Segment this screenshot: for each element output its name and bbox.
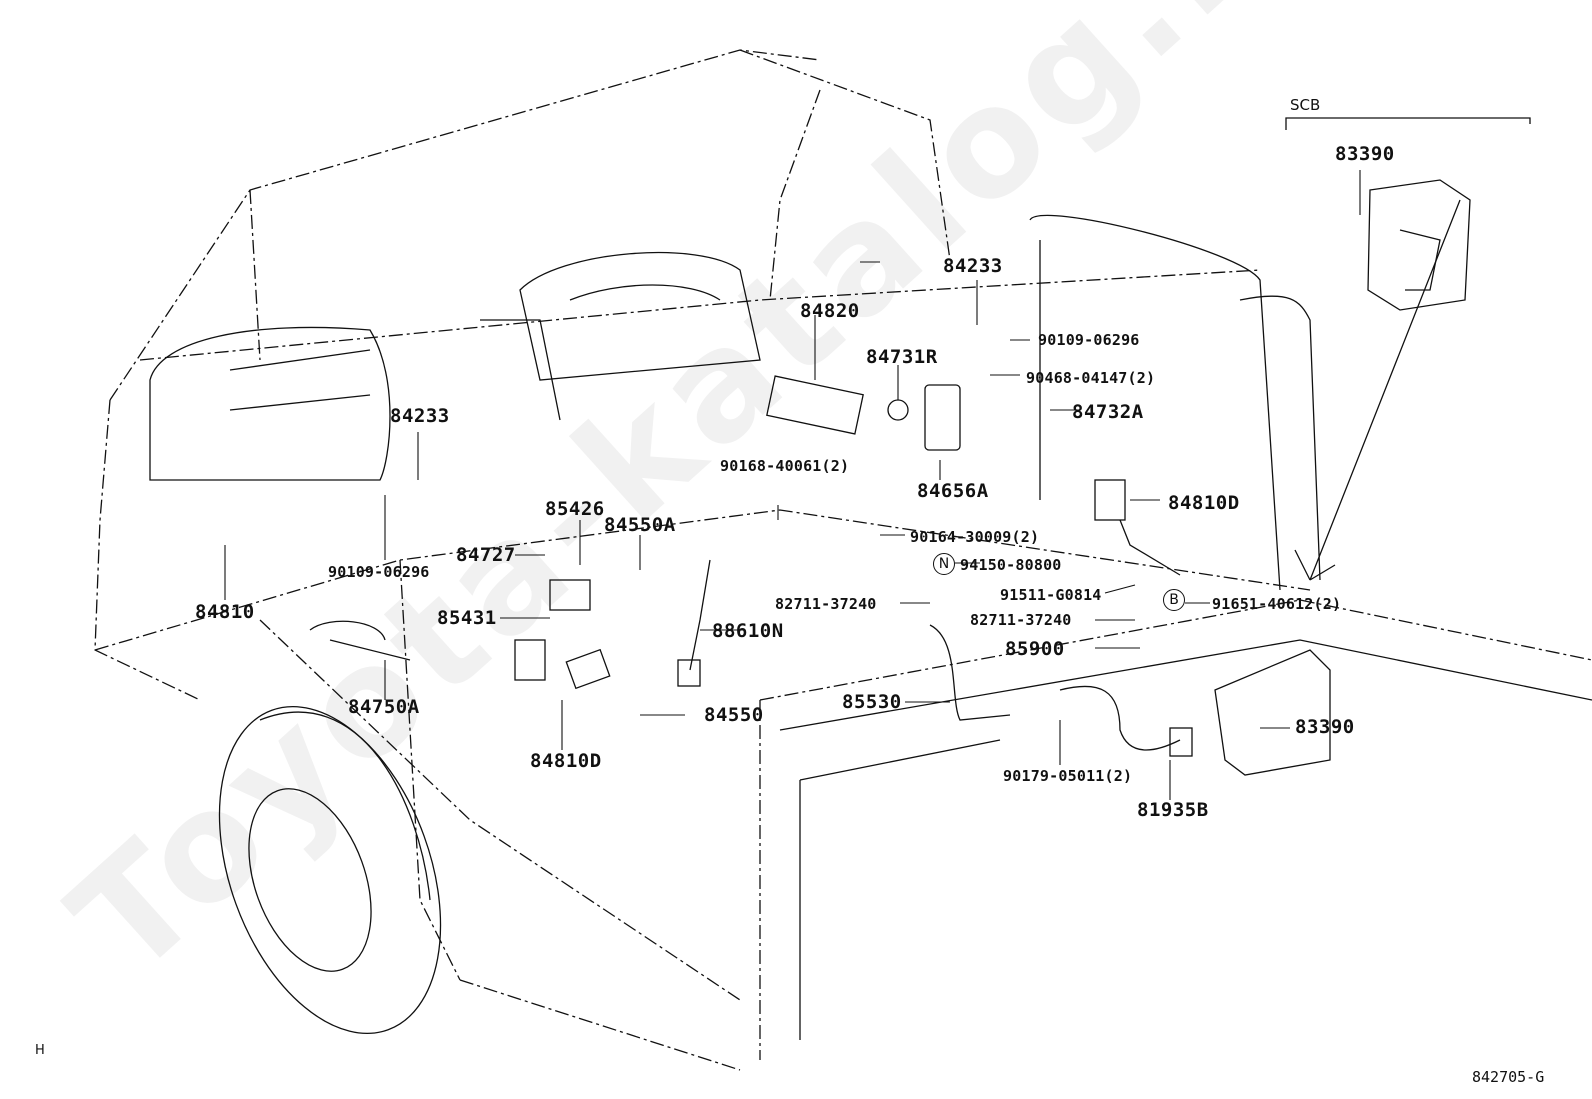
part-label-84550[interactable]: 84550 [704,704,764,726]
wire-84810D-sketch [1119,519,1181,576]
part-label-84820[interactable]: 84820 [800,300,860,322]
part-label-84550A[interactable]: 84550A [604,514,676,536]
part-label-84233-right[interactable]: 84233 [943,255,1003,277]
part-label-83390-top[interactable]: 83390 [1335,143,1395,165]
part-label-83390-bottom[interactable]: 83390 [1295,716,1355,738]
part-label-90109-06296-right[interactable]: 90109-06296 [1038,331,1140,349]
tank-83390-sketch [1214,649,1331,776]
switch-84820-sketch [766,375,864,435]
part-label-84810D-lower[interactable]: 84810D [530,750,602,772]
marker-n: N [933,553,955,575]
seat-outlines [149,251,761,481]
part-label-85426[interactable]: 85426 [545,498,605,520]
part-label-90168-40061[interactable]: 90168-40061(2) [720,457,850,475]
part-label-84732A[interactable]: 84732A [1072,401,1144,423]
part-label-82711-37240-left[interactable]: 82711-37240 [775,595,877,613]
leader-lines [224,170,1361,800]
connector-84550-sketch [565,648,611,690]
part-label-90109-06296-left[interactable]: 90109-06296 [328,563,430,581]
switch-84810D-lower-sketch [514,639,546,681]
scb-bracket [1285,117,1531,130]
part-label-85900[interactable]: 85900 [1005,638,1065,660]
detail-arrow [1294,199,1461,581]
part-label-84750A[interactable]: 84750A [348,696,420,718]
part-label-81935B[interactable]: 81935B [1137,799,1209,821]
connector-88610N-sketch [677,659,701,687]
relay-85431-sketch [549,579,591,611]
part-label-82711-37240-right[interactable]: 82711-37240 [970,611,1072,629]
sensor-81935B-sketch [1169,727,1193,757]
harness-84750A-sketch [309,620,411,661]
part-label-84656A[interactable]: 84656A [917,480,989,502]
scb-83390-sketch [1367,179,1471,311]
cab-outline [94,49,1592,1071]
part-label-84810[interactable]: 84810 [195,601,255,623]
rear-window-frame [1029,214,1321,591]
wire-81935B-sketch [1059,685,1181,751]
part-label-90164-30009[interactable]: 90164-30009(2) [910,528,1040,546]
part-label-84810D-right[interactable]: 84810D [1168,492,1240,514]
group-label-scb: SCB [1290,96,1321,114]
bracket-84656A-sketch [924,384,961,451]
wire-88610N-sketch [689,559,711,671]
wire-85530-sketch [929,624,1011,721]
part-label-84731R[interactable]: 84731R [866,346,938,368]
part-label-90179-05011[interactable]: 90179-05011(2) [1003,767,1133,785]
part-label-84233-left[interactable]: 84233 [390,405,450,427]
part-label-94150-80800[interactable]: 94150-80800 [960,556,1062,574]
part-label-91511-G0814[interactable]: 91511-G0814 [1000,586,1102,604]
part-label-91651-40612[interactable]: 91651-40612(2) [1212,595,1342,613]
front-wheel [218,705,442,1035]
part-label-84727[interactable]: 84727 [456,544,516,566]
part-label-85530[interactable]: 85530 [842,691,902,713]
part-label-90468-04147[interactable]: 90468-04147(2) [1026,369,1156,387]
switch-84810D-sketch [1094,479,1126,521]
part-label-88610N[interactable]: 88610N [712,620,784,642]
figure-id: 842705-G [1472,1068,1545,1086]
corner-mark: H [35,1043,45,1058]
marker-b: B [1163,589,1185,611]
bed-panel [779,639,1592,1040]
part-label-85431[interactable]: 85431 [437,607,497,629]
knob-84731R-sketch [887,399,909,421]
